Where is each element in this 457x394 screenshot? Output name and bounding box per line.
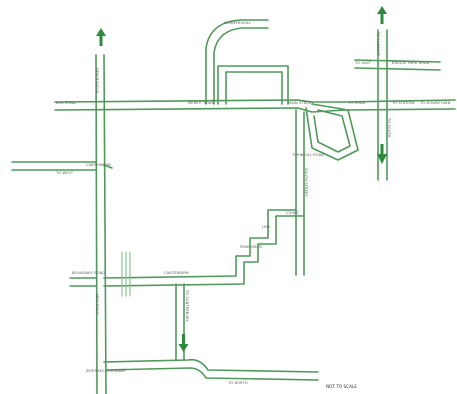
label-court: COURT xyxy=(286,211,300,215)
summershill-loop xyxy=(205,19,289,105)
label-boundary-road: BOUNDARY ROAD xyxy=(72,271,105,275)
right-vertical-road xyxy=(354,29,441,181)
label-main-street: MAIN STREET xyxy=(288,101,314,105)
label-canterbury-mid: CANTERBURY xyxy=(86,163,112,167)
label-intersection-ramp: INTERSECTION RAMP xyxy=(86,369,126,373)
crossing-hatch xyxy=(121,251,131,297)
label-link: LINK xyxy=(262,225,271,229)
not-to-scale-note: NOT TO SCALE xyxy=(326,384,357,389)
label-to-downtown: TO DOWNTOWN xyxy=(419,101,451,105)
label-to-sunport: TO SUNPORT xyxy=(376,31,380,57)
label-new-road-n: NEW ROAD N xyxy=(95,68,99,93)
label-to-east: TO EAST xyxy=(354,61,372,65)
boundary-road xyxy=(69,277,97,287)
left-vertical-road xyxy=(95,54,107,394)
label-to-west: TO WEST xyxy=(55,171,74,175)
label-turnbull-road: TURNBULL ROAD xyxy=(291,153,324,157)
label-summershill: SUMMERSHILL xyxy=(224,21,251,25)
label-to-road: TO ROAD xyxy=(347,101,365,105)
north-arrow-left xyxy=(96,28,106,46)
bottom-road xyxy=(103,358,319,381)
label-bridge-park-road: BRIDGE PARK ROAD xyxy=(392,61,430,65)
label-to-north: TO NORTH xyxy=(227,381,248,385)
label-merrit-road: MERRIT ROAD xyxy=(188,101,214,105)
triangle-loop xyxy=(305,103,359,161)
west-road xyxy=(11,161,113,171)
label-to-canterbury: TO CANTERBURY xyxy=(185,289,189,322)
south-arrow-right xyxy=(377,144,387,164)
center-right-vertical-road xyxy=(295,109,305,276)
label-to-station: TO STATION xyxy=(391,101,415,105)
label-new-road: NEW ROAD xyxy=(95,294,99,315)
top-horizontal-road xyxy=(54,99,456,113)
south-arrow-center xyxy=(178,334,189,352)
label-box-road: BOX ROAD xyxy=(56,101,76,105)
label-canterbury-lower: CANTERBURY xyxy=(164,271,190,275)
label-park-drive: PARK DRIVE xyxy=(240,245,263,249)
label-to-south: TO SOUTH xyxy=(387,117,391,138)
zigzag-connector xyxy=(103,209,305,287)
north-arrow-right xyxy=(377,6,387,24)
label-south-street: SOUTH STREET xyxy=(304,168,308,197)
